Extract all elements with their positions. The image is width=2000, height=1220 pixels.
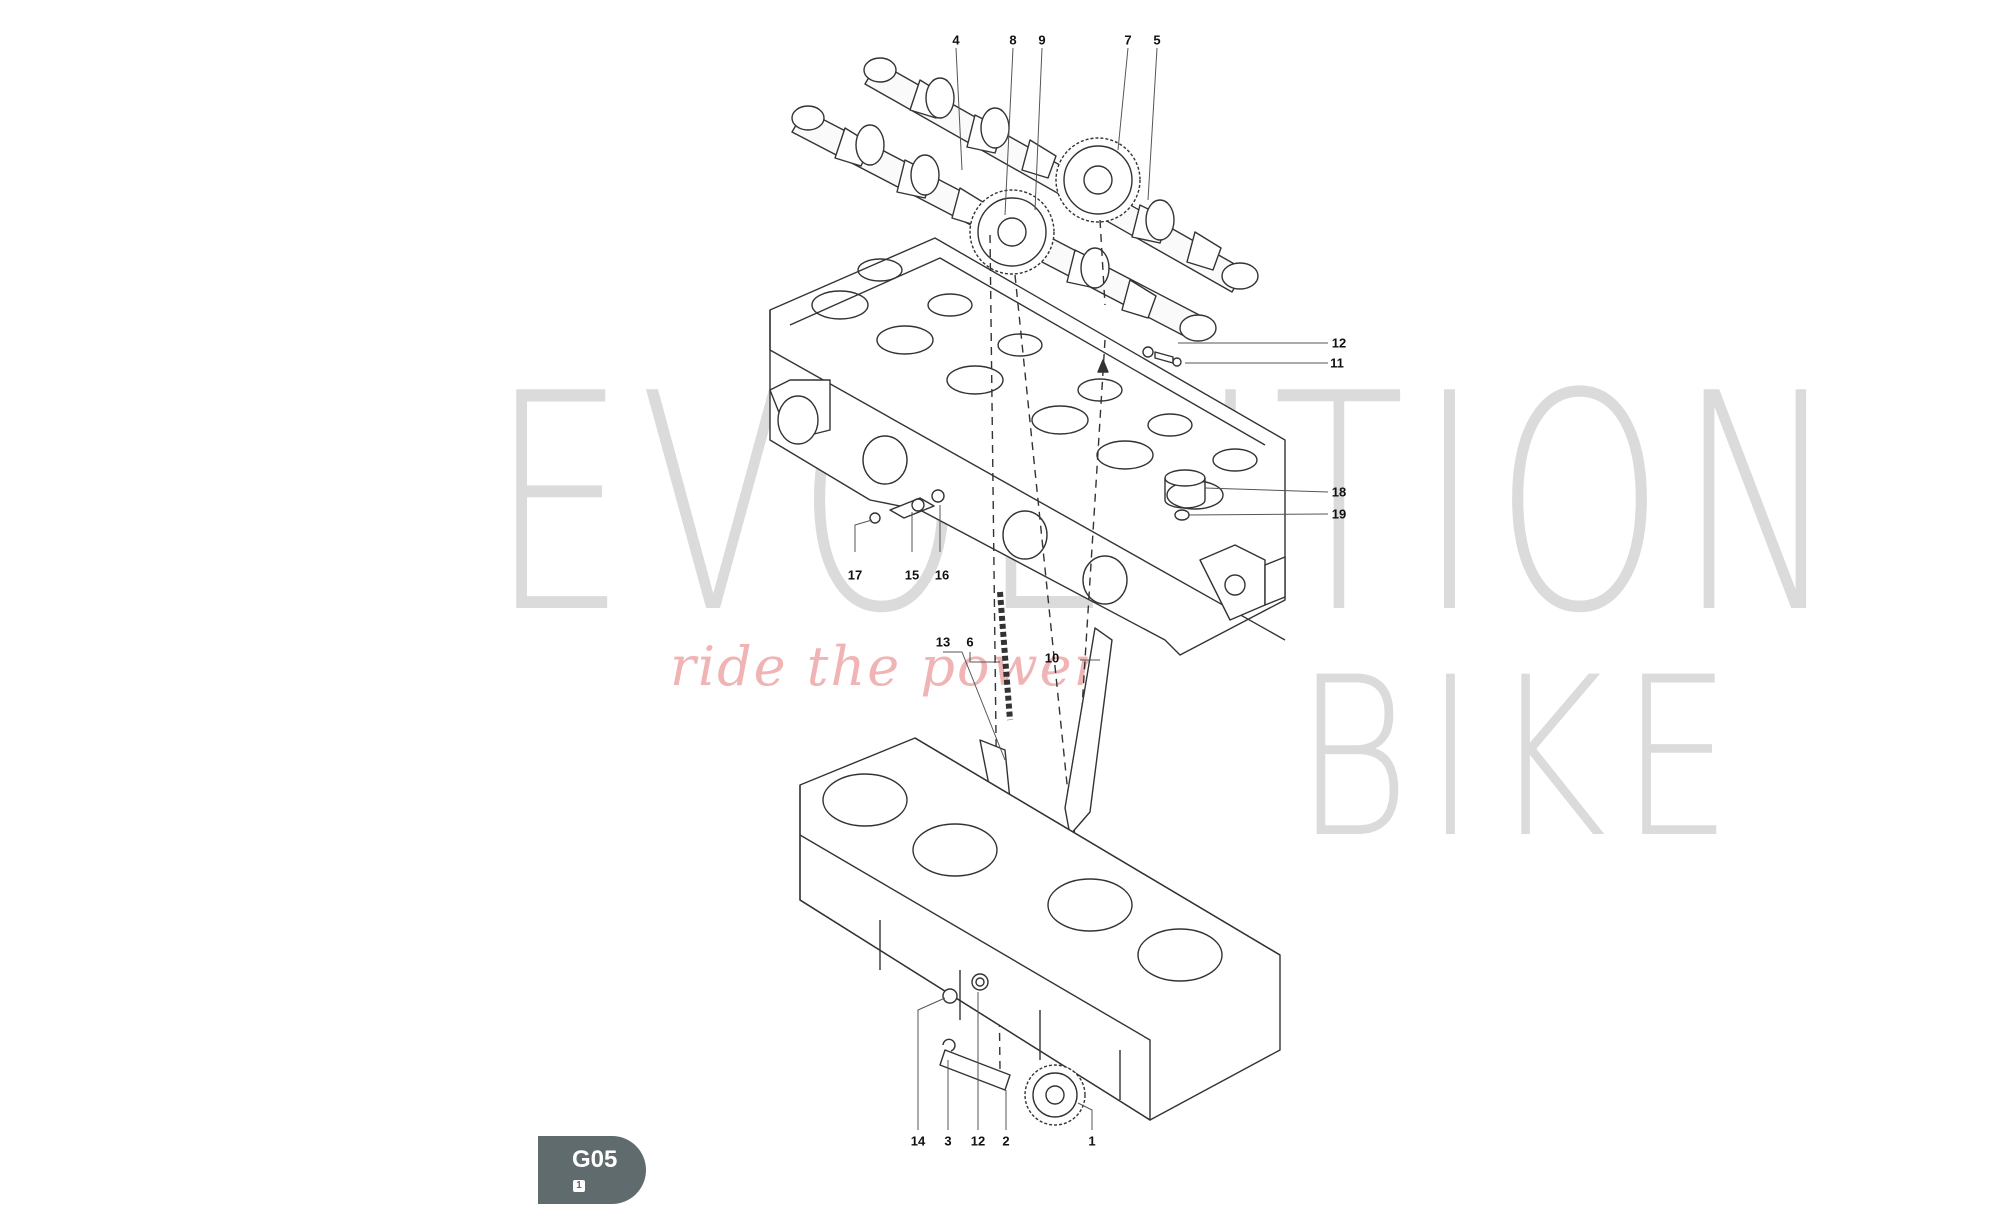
callout-1: 1 <box>1088 1133 1096 1149</box>
callout-18: 18 <box>1331 484 1347 500</box>
page-subcode: 1 <box>573 1180 585 1192</box>
callout-14: 14 <box>910 1133 926 1149</box>
callout-16: 16 <box>934 567 950 583</box>
callout-7: 7 <box>1124 32 1132 48</box>
callout-17: 17 <box>847 567 863 583</box>
shaft-bolts <box>942 973 989 1052</box>
callout-12-block: 12 <box>970 1133 986 1149</box>
timing-chain <box>989 219 1106 1071</box>
callout-6: 6 <box>966 634 974 650</box>
callout-4: 4 <box>952 32 960 48</box>
callout-5: 5 <box>1153 32 1161 48</box>
callout-3: 3 <box>944 1133 952 1149</box>
watermark-tagline: ride the power <box>670 635 1102 698</box>
callout-8: 8 <box>1009 32 1017 48</box>
callout-9: 9 <box>1038 32 1046 48</box>
callout-11: 11 <box>1330 355 1344 371</box>
callout-2: 2 <box>1002 1133 1010 1149</box>
callout-15: 15 <box>904 567 920 583</box>
cylinder-head <box>769 237 1286 656</box>
cam-sprockets <box>969 137 1141 275</box>
leader-lines <box>854 47 1329 1130</box>
chain-tensioner <box>869 489 945 524</box>
chain-guide-fixed <box>1064 627 1113 836</box>
callout-12-head: 12 <box>1331 335 1347 351</box>
idler-gear-and-shaft <box>939 1049 1086 1126</box>
bolt-and-washer <box>1142 346 1182 367</box>
chain-segment <box>997 591 1013 721</box>
callout-10: 10 <box>1044 650 1060 666</box>
chain-direction-arrow <box>1097 359 1109 373</box>
page-code: G05 <box>572 1146 618 1173</box>
callout-19: 19 <box>1331 506 1347 522</box>
callout-13: 13 <box>935 634 951 650</box>
cylinder-block <box>799 737 1281 1121</box>
watermark-brand-word-2: BIKE <box>1295 630 1747 886</box>
tappet-and-shim <box>1164 469 1206 521</box>
page-badge: G05 1 <box>538 1136 646 1204</box>
